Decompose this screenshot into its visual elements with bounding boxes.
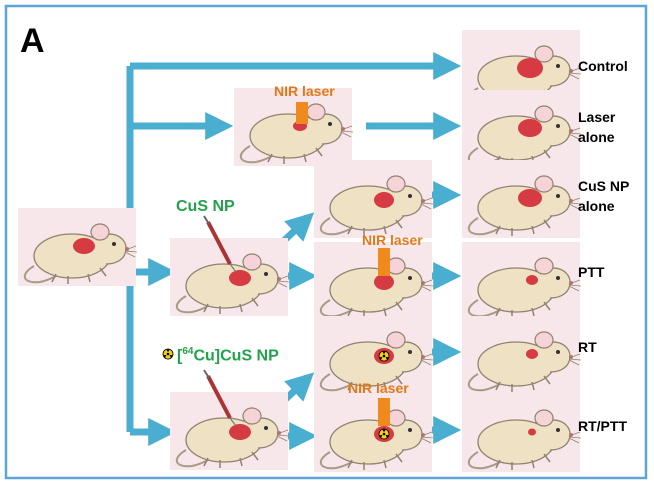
syringe-icon [203, 215, 237, 273]
group-label-cus-line1: CuS NP [578, 178, 630, 194]
radioactive-icon [378, 428, 390, 440]
mouse-cu64-uptake [313, 315, 434, 395]
group-label-laser-alone: Laser alone [578, 107, 615, 147]
nir-laser-label-2: NIR laser [362, 232, 423, 248]
mouse-cu64-laser [313, 393, 434, 473]
group-label-control: Control [578, 58, 628, 74]
mouse-outcome-rt-ptt [461, 393, 582, 473]
cu64-label-rest: Cu]CuS NP [193, 347, 279, 365]
nir-laser-label-3: NIR laser [348, 380, 409, 396]
mouse-laser-treated [233, 87, 354, 167]
laser-beam [378, 248, 390, 276]
mouse-outcome-control [461, 29, 582, 109]
group-label-cus-line2: alone [578, 198, 615, 214]
syringe-icon [203, 369, 237, 427]
radioactive-icon [162, 348, 174, 360]
laser-beam [296, 102, 308, 124]
mouse-cus-laser [313, 241, 434, 321]
mouse-outcome-ptt [461, 241, 582, 321]
mouse-cus-uptake [313, 159, 434, 239]
cu64-open-bracket: [ [177, 347, 183, 365]
mouse-outcome-laser-alone [461, 89, 582, 169]
group-label-rt-ptt: RT/PTT [578, 418, 627, 434]
panel-letter: A [20, 22, 45, 60]
mouse-outcome-cus-alone [461, 159, 582, 239]
mouse-start [17, 207, 138, 287]
mouse-outcome-rt [461, 315, 582, 395]
figure-frame [4, 4, 648, 480]
cu64-mass-number: 64 [182, 346, 194, 357]
group-label-rt: RT [578, 339, 597, 355]
mouse-cu64-injected [169, 369, 290, 471]
cus-np-label: CuS NP [176, 198, 235, 215]
group-label-ptt: PTT [578, 264, 605, 280]
group-label-laser-line1: Laser [578, 109, 616, 125]
nir-laser-label-1: NIR laser [274, 83, 335, 99]
cu64-cus-np-label: [64Cu]CuS NP [177, 346, 279, 365]
group-label-cus-alone: CuS NP alone [578, 176, 629, 216]
group-label-laser-line2: alone [578, 129, 615, 145]
mouse-cus-injected [169, 215, 290, 317]
radioactive-icon [378, 350, 390, 362]
laser-beam [378, 398, 390, 426]
